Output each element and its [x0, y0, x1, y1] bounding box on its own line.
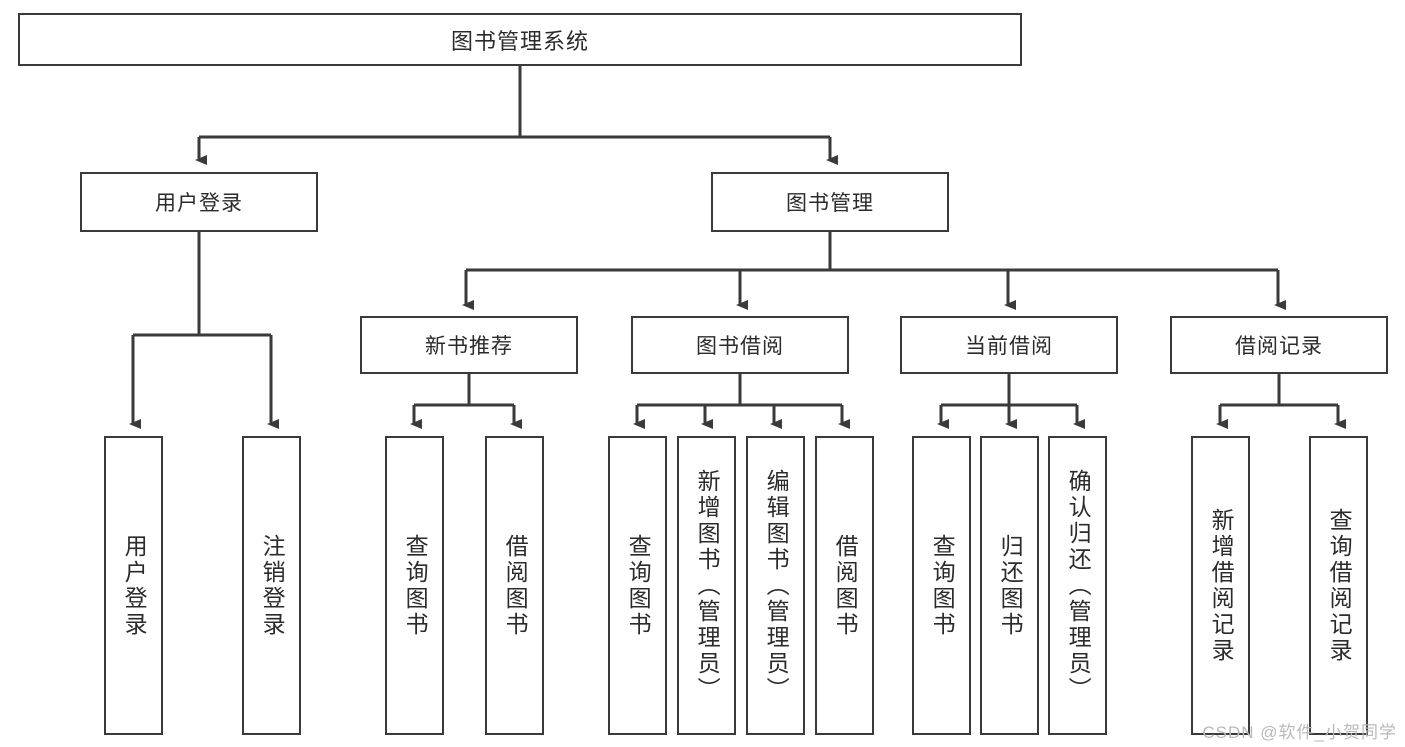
leaf-label: 借阅图书 — [832, 533, 859, 638]
leaf-label: 用户登录 — [121, 533, 148, 638]
node-root-system[interactable]: 图书管理系统 — [18, 13, 1022, 66]
leaf-confirm-return-admin[interactable]: 确认归还（管理员） — [1048, 436, 1107, 735]
leaf-label: 编辑图书（管理员） — [763, 468, 790, 703]
leaf-label: 查询图书 — [625, 533, 652, 638]
leaf-label: 查询借阅记录 — [1326, 507, 1353, 664]
leaf-query-book[interactable]: 查询图书 — [608, 436, 667, 735]
leaf-query-book-new[interactable]: 查询图书 — [385, 436, 444, 735]
leaf-user-login[interactable]: 用户登录 — [104, 436, 163, 735]
leaf-user-logout[interactable]: 注销登录 — [242, 436, 301, 735]
node-book-borrow[interactable]: 图书借阅 — [631, 316, 849, 374]
node-borrow-record[interactable]: 借阅记录 — [1170, 316, 1388, 374]
leaf-label: 归还图书 — [997, 533, 1024, 638]
leaf-label: 借阅图书 — [502, 533, 529, 638]
node-book-management[interactable]: 图书管理 — [711, 172, 949, 232]
leaf-label: 查询图书 — [402, 533, 429, 638]
node-user-login[interactable]: 用户登录 — [80, 172, 318, 232]
leaf-borrow-book-new[interactable]: 借阅图书 — [485, 436, 544, 735]
leaf-label: 确认归还（管理员） — [1065, 468, 1092, 703]
node-new-book-recommend[interactable]: 新书推荐 — [360, 316, 578, 374]
leaf-add-borrow-record[interactable]: 新增借阅记录 — [1191, 436, 1250, 735]
leaf-edit-book-admin[interactable]: 编辑图书（管理员） — [746, 436, 805, 735]
leaf-label: 新增借阅记录 — [1208, 507, 1235, 664]
leaf-label: 查询图书 — [929, 533, 956, 638]
node-current-borrow[interactable]: 当前借阅 — [900, 316, 1118, 374]
leaf-query-book-current[interactable]: 查询图书 — [912, 436, 971, 735]
leaf-return-book[interactable]: 归还图书 — [980, 436, 1039, 735]
leaf-query-borrow-record[interactable]: 查询借阅记录 — [1309, 436, 1368, 735]
leaf-label: 注销登录 — [259, 533, 286, 638]
leaf-borrow-book[interactable]: 借阅图书 — [815, 436, 874, 735]
leaf-label: 新增图书（管理员） — [694, 468, 721, 703]
leaf-add-book-admin[interactable]: 新增图书（管理员） — [677, 436, 736, 735]
